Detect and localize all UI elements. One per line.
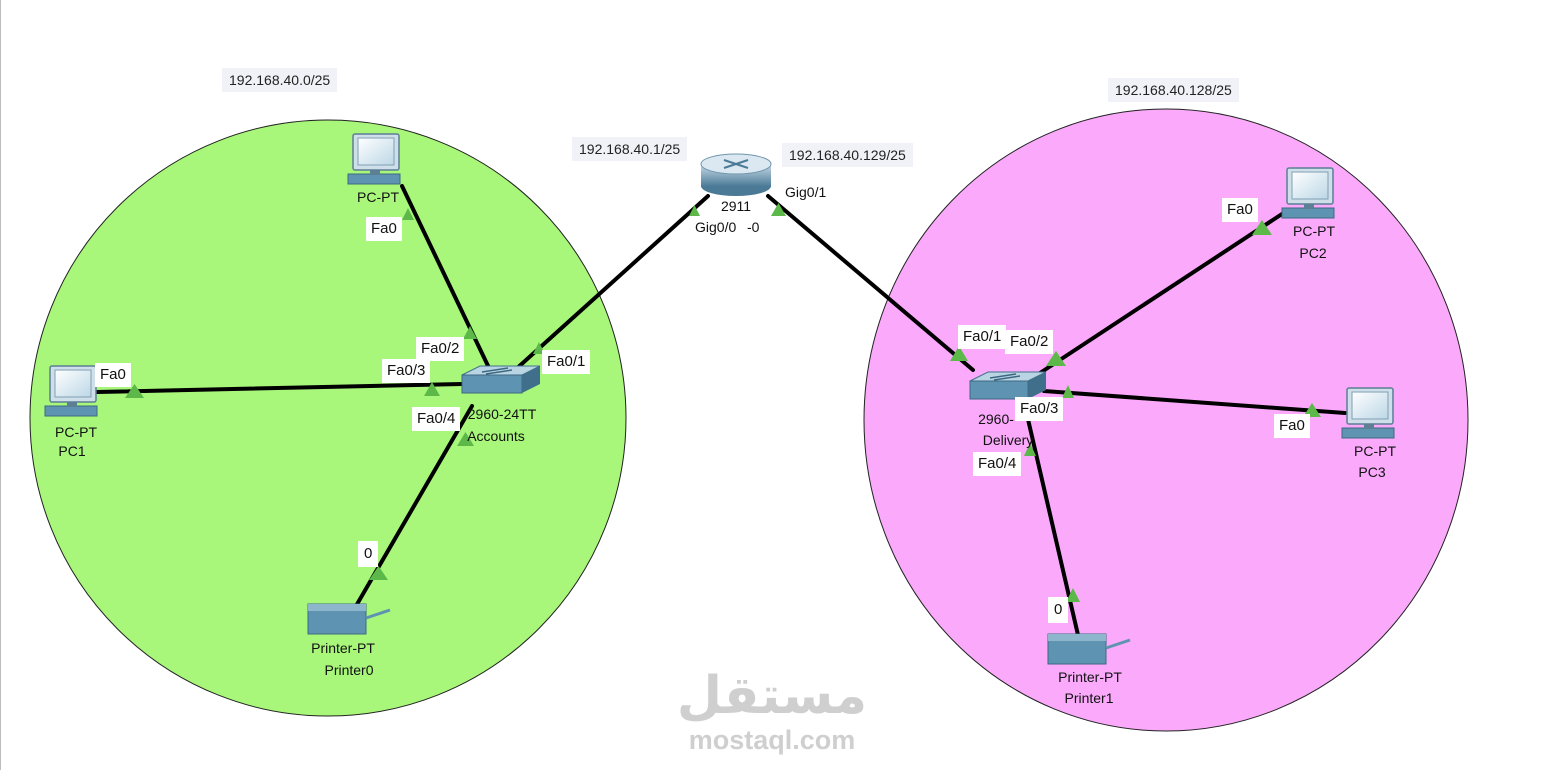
link-pc3-delivery[interactable] <box>1042 389 1347 415</box>
port-label-delivery-fa03: Fa0/3 <box>1015 397 1064 421</box>
switch-arrows-icon <box>481 367 513 375</box>
mostaql-url: mostaql.com <box>688 725 856 755</box>
router-right-ip: 192.168.40.129/25 <box>782 143 913 167</box>
port-label-printer0: 0 <box>358 541 379 567</box>
printer1-icon[interactable] <box>1047 633 1131 665</box>
port-markers <box>125 203 1321 602</box>
switch-accounts-model: 2960-24TT <box>467 406 537 422</box>
pc1-type-label: PC-PT <box>55 424 97 440</box>
link-router-delivery[interactable] <box>766 194 975 372</box>
switch-arrows-icon <box>989 373 1021 381</box>
port-marker <box>463 326 477 339</box>
port-marker <box>950 346 968 361</box>
port-marker <box>1303 403 1321 417</box>
router-2911[interactable] <box>700 153 772 196</box>
port-label-accounts-fa01: Fa0/1 <box>542 350 591 374</box>
port-marker <box>1252 220 1272 235</box>
port-label-accounts-fa02: Fa0/2 <box>416 337 465 361</box>
printer1-name-label: Printer1 <box>1064 690 1114 706</box>
port-marker <box>689 205 700 216</box>
pc2-type-label: PC-PT <box>1293 223 1335 239</box>
link-pc0-accounts[interactable] <box>400 184 492 372</box>
port-label-delivery-fa04: Fa0/4 <box>973 452 1022 476</box>
port-label-accounts-fa03: Fa0/3 <box>382 359 431 383</box>
port-marker <box>1024 443 1036 456</box>
router-port-gig01: Gig0/1 <box>785 184 827 200</box>
port-marker <box>125 384 144 398</box>
port-marker <box>1046 351 1066 366</box>
port-marker <box>369 566 388 580</box>
subnet-label-accounts: 192.168.40.0/25 <box>222 68 338 92</box>
window-edge <box>0 0 1 770</box>
link-pc2-delivery[interactable] <box>1038 210 1287 375</box>
port-marker <box>457 432 474 446</box>
port-label-pc1-fa0: Fa0 <box>95 363 131 387</box>
printer0-type-label: Printer-PT <box>311 640 375 656</box>
router-model-label: 2911 <box>720 198 752 214</box>
port-label-delivery-fa01: Fa0/1 <box>958 325 1007 349</box>
subnet-label-delivery: 192.168.40.128/25 <box>1108 78 1239 102</box>
accounts-zone <box>29 119 627 717</box>
pc3-type-label: PC-PT <box>1354 443 1396 459</box>
pc0-type-label: PC-PT <box>357 189 399 205</box>
port-label-pc0-fa0: Fa0 <box>366 217 402 241</box>
port-label-delivery-fa02: Fa0/2 <box>1005 330 1054 354</box>
pc1-computer-icon[interactable] <box>44 365 98 417</box>
printer0-name-label: Printer0 <box>324 662 374 678</box>
link-pc1-accounts[interactable] <box>95 382 464 394</box>
port-marker <box>402 208 414 220</box>
port-marker <box>1062 385 1074 398</box>
pc3-computer-icon[interactable] <box>1341 387 1395 439</box>
port-label-accounts-fa04: Fa0/4 <box>412 407 461 431</box>
mostaql-logo: مستقل <box>676 666 868 726</box>
link-router-accounts[interactable] <box>513 194 710 372</box>
pc2-computer-icon[interactable] <box>1281 167 1335 219</box>
router-port-gig00-suffix: -0 <box>747 219 760 235</box>
port-marker <box>424 382 440 396</box>
switch-delivery-model: 2960- <box>978 411 1014 427</box>
port-marker <box>771 203 786 216</box>
pc1-name-label: PC1 <box>58 443 86 459</box>
delivery-zone <box>863 108 1469 732</box>
pc2-name-label: PC2 <box>1299 245 1327 261</box>
pc3-name-label: PC3 <box>1358 464 1386 480</box>
switch-accounts[interactable] <box>461 365 541 394</box>
printer1-type-label: Printer-PT <box>1058 669 1122 685</box>
switch-accounts-name: Accounts <box>467 428 525 444</box>
mostaql-watermark: مستقل mostaql.com <box>672 668 872 756</box>
port-label-printer1: 0 <box>1048 597 1069 623</box>
switch-delivery[interactable] <box>969 371 1047 400</box>
router-port-gig00: Gig0/0 <box>692 216 740 238</box>
pc0-computer-icon[interactable] <box>347 133 401 185</box>
port-marker <box>1066 588 1080 602</box>
router-arrows-icon <box>723 159 749 169</box>
port-label-pc2-fa0: Fa0 <box>1222 198 1258 222</box>
router-left-ip: 192.168.40.1/25 <box>572 137 688 161</box>
switch-delivery-name: Delivery <box>982 432 1034 448</box>
port-label-pc3-fa0: Fa0 <box>1274 414 1310 438</box>
printer0-icon[interactable] <box>307 603 391 635</box>
